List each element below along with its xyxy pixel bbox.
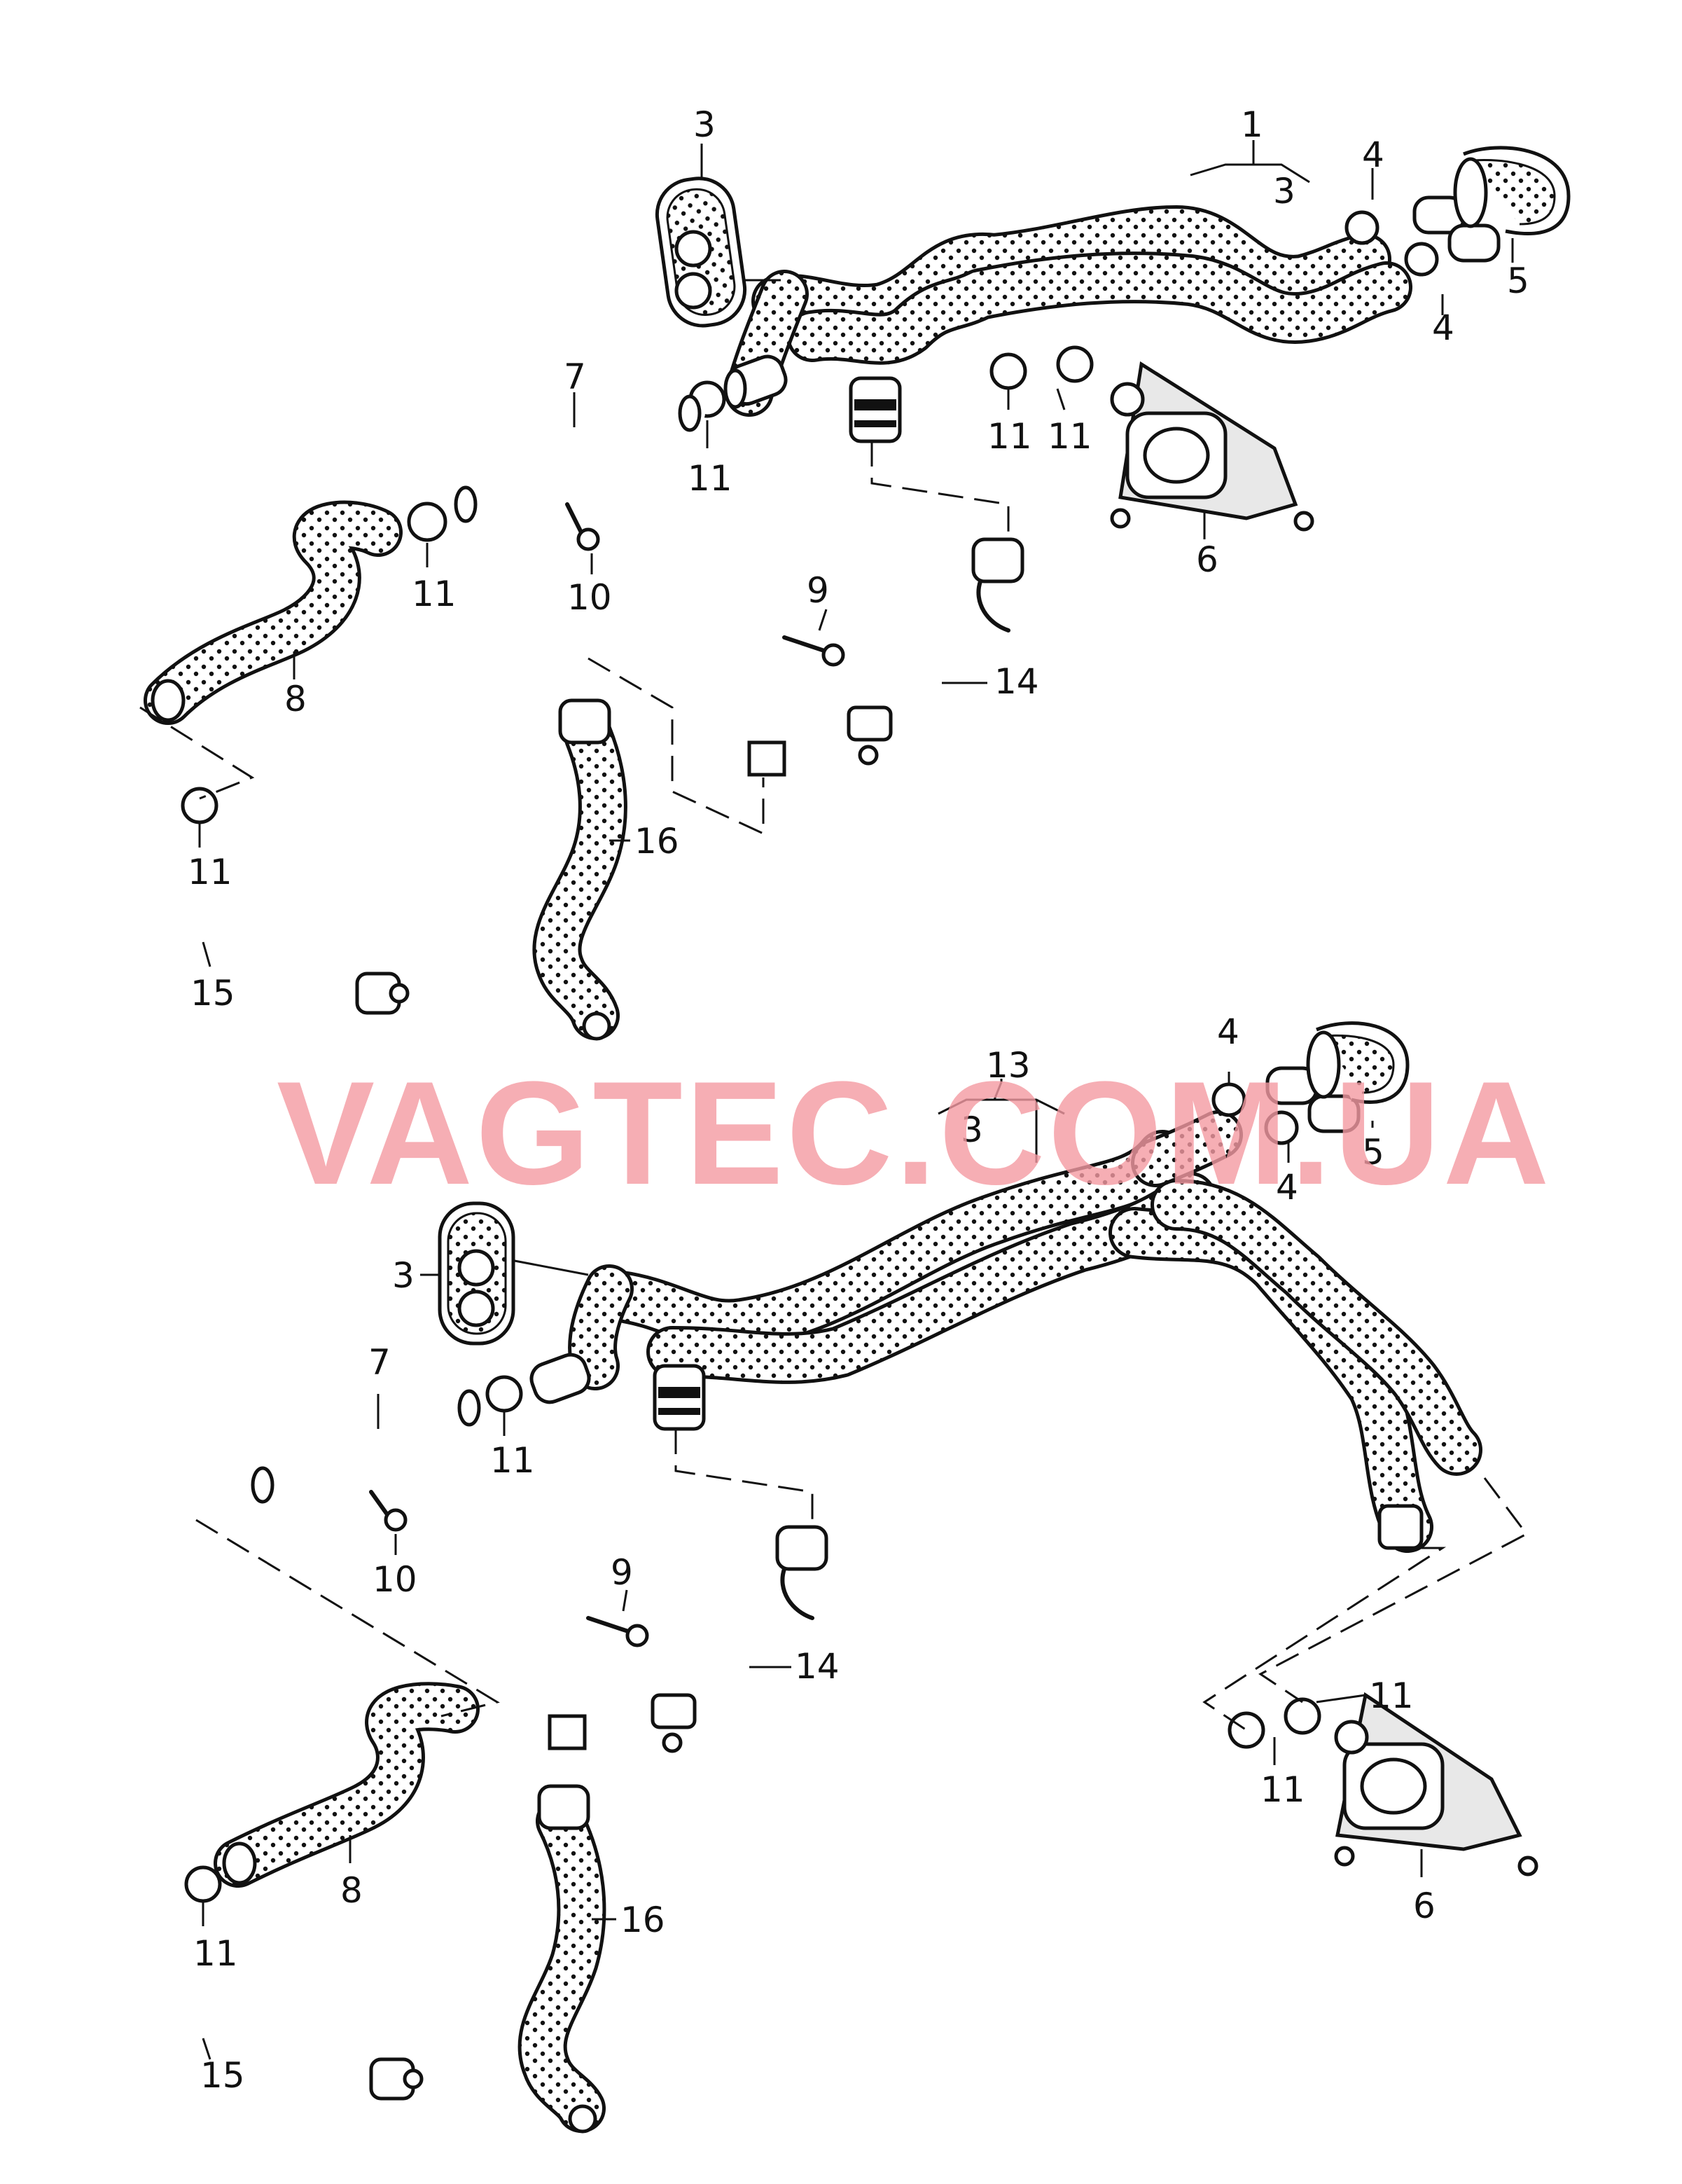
pipe-stub-bottom-b	[1307, 1094, 1361, 1133]
clamp-11-top-b	[1056, 345, 1094, 383]
callout-15-top: 15	[190, 973, 235, 1014]
leaders-bottom	[202, 1072, 1423, 2060]
bottom-assembly: 13 3 3 4 4 5 6 7 8 9 10 11 11 11 11 14 1…	[102, 1011, 1538, 2134]
callout-11a-top: 11	[688, 458, 732, 499]
clamp-11-bottom-b	[1228, 1711, 1265, 1749]
coolant-pipe-7-bottom	[247, 1389, 587, 1750]
grommet-5-bottom	[1306, 1021, 1410, 1104]
clamp-11-bottom-d	[184, 1865, 222, 1903]
callout-6-bottom: 6	[1413, 1886, 1436, 1926]
callout-5-bottom: 5	[1362, 1132, 1384, 1173]
callout-3a-top: 3	[693, 104, 716, 145]
screw-10-bottom	[384, 1508, 408, 1532]
callout-11a-bottom: 11	[490, 1440, 535, 1481]
callout-7-top: 7	[564, 357, 586, 397]
coolant-pipe-7-top	[450, 394, 786, 777]
flange-plate-bottom	[438, 1201, 515, 1346]
callout-11c-bottom: 11	[1260, 1769, 1305, 1810]
callout-16-top: 16	[634, 821, 679, 862]
callout-15-bottom: 15	[200, 2055, 245, 2096]
hose-clamp-4b-bottom	[1264, 1110, 1299, 1145]
callout-11b-top: 11	[987, 416, 1032, 457]
clamp-11-top-d	[407, 502, 447, 542]
grommet-5-top	[1453, 146, 1571, 235]
dashed-connectors-bottom	[195, 1429, 1529, 1732]
top-assembly: 3 1 3 4 4 5 6 7 8 9 10 11 11 11 11 11 14…	[88, 104, 1571, 1041]
dashed-connectors-top	[139, 441, 1010, 836]
callout-11e-top: 11	[188, 852, 232, 892]
pipe-15-bottom	[102, 1893, 424, 2101]
callout-4b-bottom: 4	[1276, 1167, 1298, 1208]
callout-4a-bottom: 4	[1217, 1011, 1239, 1052]
callout-3b-top: 3	[1273, 171, 1295, 212]
callout-11d-bottom: 11	[193, 1933, 238, 1974]
twin-hose-13	[568, 1110, 1482, 1553]
callout-9-top: 9	[807, 570, 829, 611]
callout-6-top: 6	[1196, 539, 1218, 580]
callout-11c-top: 11	[1048, 416, 1092, 457]
callout-9-bottom: 9	[611, 1552, 633, 1593]
callout-5-top: 5	[1507, 261, 1529, 301]
callout-14-bottom: 14	[795, 1646, 840, 1687]
screw-10-top	[576, 527, 600, 551]
coolant-pump-6-bottom	[1334, 1692, 1538, 1877]
callout-4b-top: 4	[1432, 307, 1454, 348]
hose-clamp-4b-top	[1404, 242, 1439, 277]
callout-11b-bottom: 11	[1369, 1675, 1414, 1716]
callout-8-top: 8	[284, 679, 307, 719]
flange-plate-top	[655, 177, 747, 328]
bolt-9-bottom	[625, 1624, 649, 1647]
hose-16-top	[532, 698, 627, 1041]
clamp-11-top-a	[989, 352, 1027, 390]
callout-3b-bottom: 3	[961, 1110, 983, 1150]
leaders-top	[198, 140, 1514, 967]
callout-16-bottom: 16	[620, 1900, 665, 1940]
clamp-11-bottom-c	[485, 1375, 523, 1413]
callout-10-bottom: 10	[373, 1559, 417, 1600]
callout-14-top: 14	[994, 661, 1039, 702]
clamp-11-bottom-a	[1284, 1697, 1321, 1735]
callout-3a-bottom: 3	[392, 1255, 415, 1296]
hose-8-bottom	[214, 1682, 480, 1888]
pipe-14-top	[847, 537, 1024, 766]
hose-16-bottom	[517, 1784, 606, 2134]
callout-10-top: 10	[567, 577, 612, 618]
callout-13: 13	[986, 1045, 1031, 1086]
clamp-11-top-e	[181, 787, 218, 824]
callout-labels-top: 3 1 3 4 4 5 6 7 8 9 10 11 11 11 11 11 14…	[188, 104, 1529, 1014]
callout-4a-top: 4	[1362, 134, 1384, 175]
bolt-9-top	[821, 643, 845, 667]
elbow-connector-bottom	[529, 1353, 591, 1404]
callout-11d-top: 11	[412, 574, 457, 614]
callout-1-top: 1	[1241, 104, 1263, 145]
pipe-stub-top-b	[1447, 223, 1501, 263]
hose-8-top	[144, 500, 403, 725]
pipe-14-bottom	[651, 1525, 828, 1753]
callout-8-bottom: 8	[340, 1870, 363, 1911]
callout-7-bottom: 7	[368, 1342, 391, 1383]
twin-hose-1	[725, 205, 1412, 417]
hose-clamp-4a-top	[1344, 210, 1379, 245]
callout-labels-bottom: 13 3 3 4 4 5 6 7 8 9 10 11 11 11 11 14 1…	[193, 1011, 1436, 2096]
watermark-text: VAGTEC.COM.UA	[277, 1051, 1552, 1215]
coolant-pump-6-top	[1110, 361, 1314, 532]
pipe-15-top	[88, 818, 410, 1015]
